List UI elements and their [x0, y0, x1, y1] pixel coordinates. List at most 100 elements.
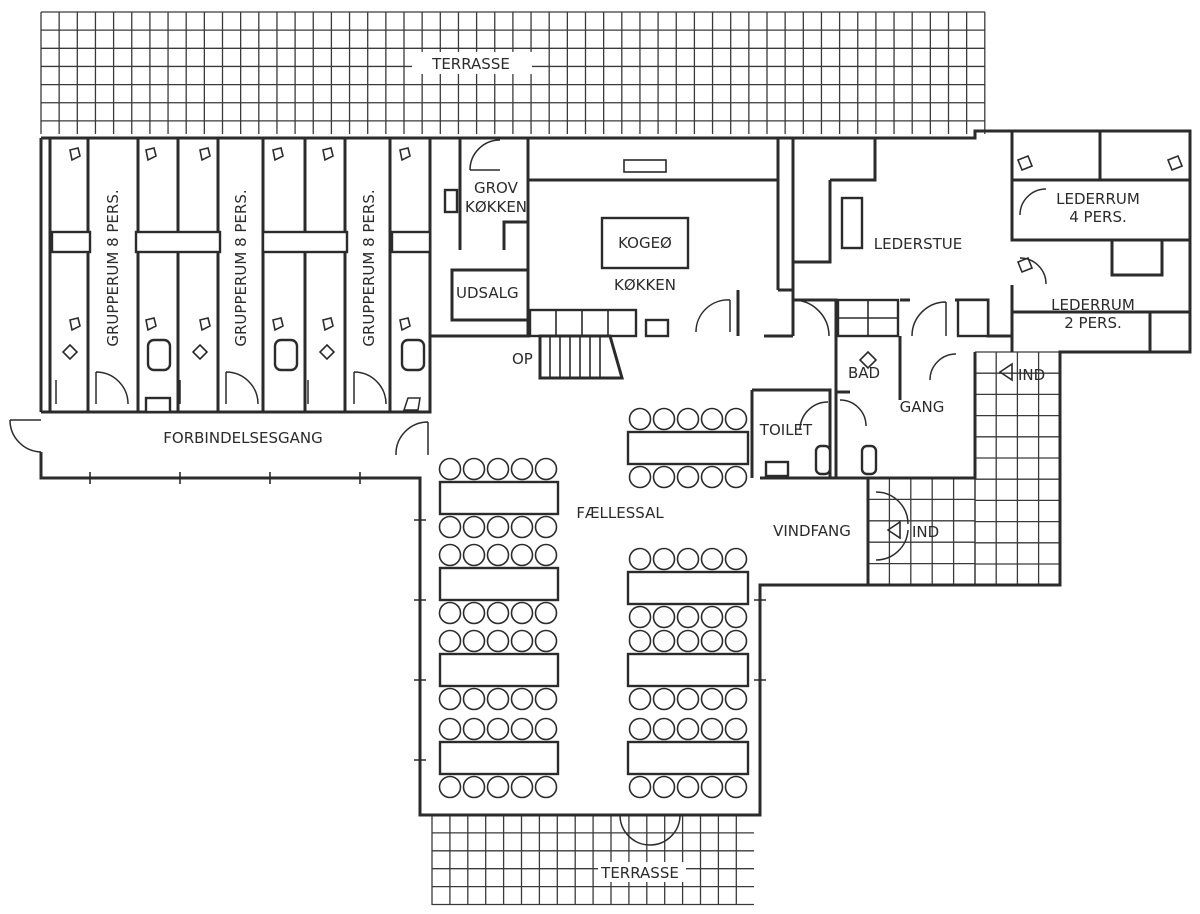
chair [486, 515, 510, 539]
chair [510, 717, 534, 741]
chair [700, 547, 724, 571]
lederstue-label: LEDERSTUE [874, 235, 962, 253]
chair [724, 547, 748, 571]
chair [628, 547, 652, 571]
chair [462, 775, 486, 799]
faellessal-label: FÆLLESSAL [576, 504, 664, 522]
dining-table [626, 570, 750, 606]
lederrum4-label-2: 4 PERS. [1069, 208, 1127, 226]
chair [510, 543, 534, 567]
chair [676, 687, 700, 711]
chair [462, 687, 486, 711]
chair [486, 629, 510, 653]
chair [438, 515, 462, 539]
dining-hall: FÆLLESSAL [414, 407, 766, 846]
chair [628, 407, 652, 431]
chair [486, 687, 510, 711]
chair [438, 457, 462, 481]
ind-label-2: IND [912, 523, 939, 541]
dining-table [626, 740, 750, 776]
chair [724, 687, 748, 711]
chair [676, 629, 700, 653]
chair [486, 775, 510, 799]
chair [700, 775, 724, 799]
dining-table [438, 566, 560, 602]
terrace-bottom-label: TERRASSE [600, 864, 679, 882]
grov-label-1: GROV [474, 179, 519, 197]
chair [462, 457, 486, 481]
chair [510, 601, 534, 625]
lederrum4-label-1: LEDERRUM [1056, 190, 1140, 208]
chair [700, 407, 724, 431]
terrace-top: TERRASSE [40, 11, 986, 134]
chair [438, 717, 462, 741]
chair [486, 457, 510, 481]
chair [486, 717, 510, 741]
chair [534, 515, 558, 539]
chair [628, 605, 652, 629]
chair [724, 605, 748, 629]
chair [534, 775, 558, 799]
chair [676, 605, 700, 629]
corridor: FORBINDELSESGANG [9, 419, 429, 484]
chair [724, 717, 748, 741]
chair [676, 465, 700, 489]
chair [652, 605, 676, 629]
chair [628, 465, 652, 489]
chair [628, 629, 652, 653]
chair [462, 717, 486, 741]
chair [700, 605, 724, 629]
chair [534, 601, 558, 625]
kitchen-label: KØKKEN [614, 276, 676, 294]
gang-label: GANG [900, 398, 945, 416]
chair [700, 629, 724, 653]
chair [510, 687, 534, 711]
dining-table [626, 652, 750, 688]
chair [534, 717, 558, 741]
terrace-top-label: TERRASSE [431, 55, 510, 73]
leader-area: LEDERSTUE LEDERRUM 4 PERS. LEDERRUM 2 PE… [764, 131, 1190, 354]
chair [700, 465, 724, 489]
chair [700, 717, 724, 741]
chair [676, 407, 700, 431]
kogeo-label: KOGEØ [618, 234, 672, 252]
ind-label-1: IND [1018, 366, 1045, 384]
chair [462, 601, 486, 625]
chair [510, 629, 534, 653]
service-area: BAD GANG IND TOILET VINDFANG IND [750, 336, 1045, 561]
chair [534, 543, 558, 567]
vindfang-label: VINDFANG [773, 522, 851, 540]
chair [462, 543, 486, 567]
chair [462, 629, 486, 653]
chair [438, 543, 462, 567]
chair [652, 547, 676, 571]
chair [486, 601, 510, 625]
op-label: OP [512, 350, 533, 368]
dining-table [438, 480, 560, 516]
corridor-label: FORBINDELSESGANG [163, 429, 322, 447]
kitchen-area: GROV KØKKEN KOGEØ KØKKEN UDSALG OP [443, 138, 780, 380]
chair [534, 457, 558, 481]
dining-table [626, 430, 750, 466]
chair [652, 775, 676, 799]
chair [700, 687, 724, 711]
grov-label-2: KØKKEN [465, 198, 527, 216]
chair [652, 465, 676, 489]
bad-label: BAD [848, 364, 880, 382]
udsalg-label: UDSALG [456, 284, 519, 302]
grouproom-3-label: GRUPPERUM 8 PERS. [360, 189, 378, 346]
terrace-bottom: TERRASSE [431, 814, 754, 906]
grouproom-1-label: GRUPPERUM 8 PERS. [104, 189, 122, 346]
group-rooms: GRUPPERUM 8 PERS. GRUPPERUM 8 PERS. GRUP… [41, 136, 530, 414]
chair [652, 717, 676, 741]
outer-walls [39, 129, 1192, 817]
chair [438, 687, 462, 711]
chair [510, 457, 534, 481]
chair [724, 629, 748, 653]
terrace-top-grid [40, 11, 986, 134]
chair [652, 629, 676, 653]
dining-table [438, 740, 560, 776]
chair [628, 775, 652, 799]
chair [438, 629, 462, 653]
